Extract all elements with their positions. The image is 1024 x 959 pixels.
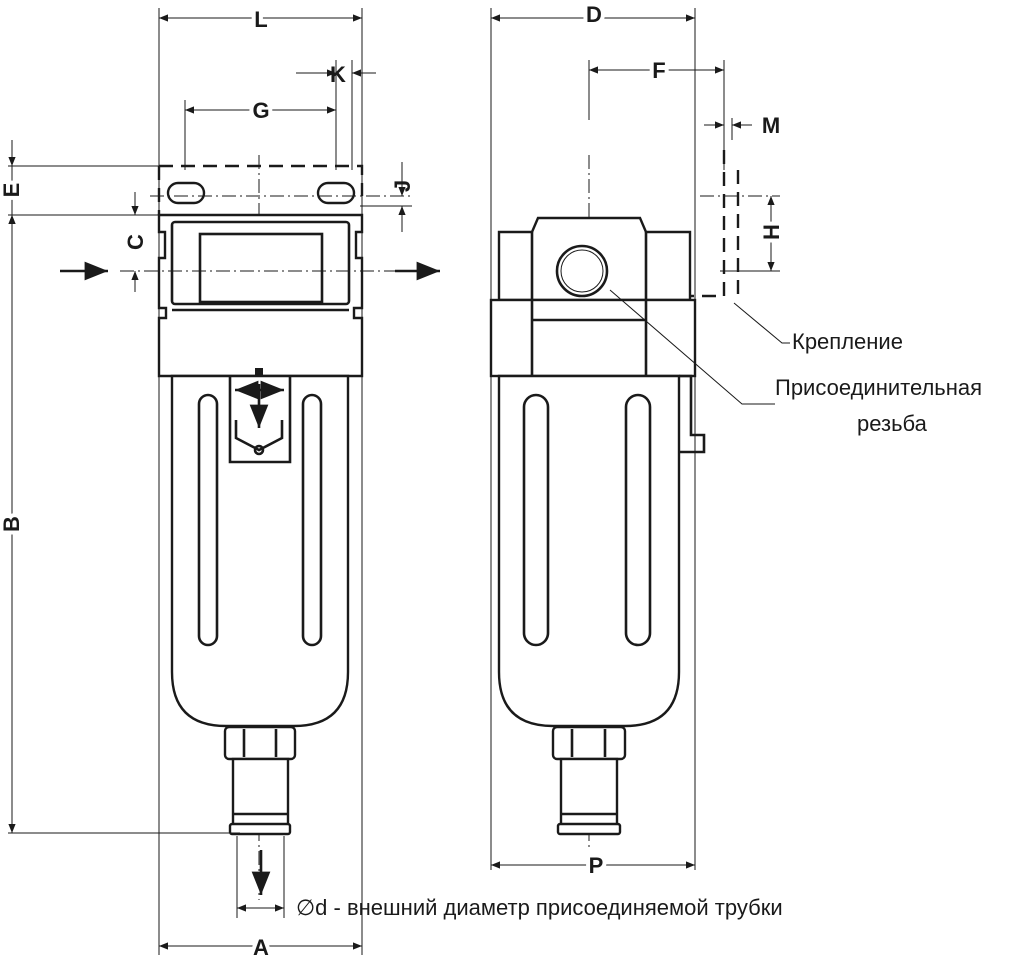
pipe-diameter-footnote: ∅d - внешний диаметр присоединяемой труб… [296, 895, 783, 920]
thread-callout-line1: Присоединительная [775, 375, 982, 400]
label-H: H [759, 224, 784, 240]
label-E: E [0, 183, 24, 198]
label-J: J [390, 180, 415, 192]
label-B: B [0, 516, 24, 532]
label-L: L [254, 7, 267, 32]
label-D: D [586, 2, 602, 27]
front-view [8, 8, 440, 955]
dimension-labels: L K G E C J B A D F M H P [0, 0, 788, 959]
mounting-callout: Крепление [792, 329, 903, 354]
label-C: C [123, 234, 148, 250]
label-G: G [252, 98, 269, 123]
label-A: A [253, 935, 269, 959]
callout-labels: Крепление Присоединительная резьба ∅d - … [296, 329, 982, 920]
label-M: M [762, 113, 780, 138]
label-K: K [330, 62, 346, 87]
thread-callout-line2: резьба [857, 411, 928, 436]
label-P: P [589, 853, 604, 878]
side-view [489, 8, 790, 870]
dimension-lines [8, 14, 775, 950]
label-F: F [652, 58, 665, 83]
